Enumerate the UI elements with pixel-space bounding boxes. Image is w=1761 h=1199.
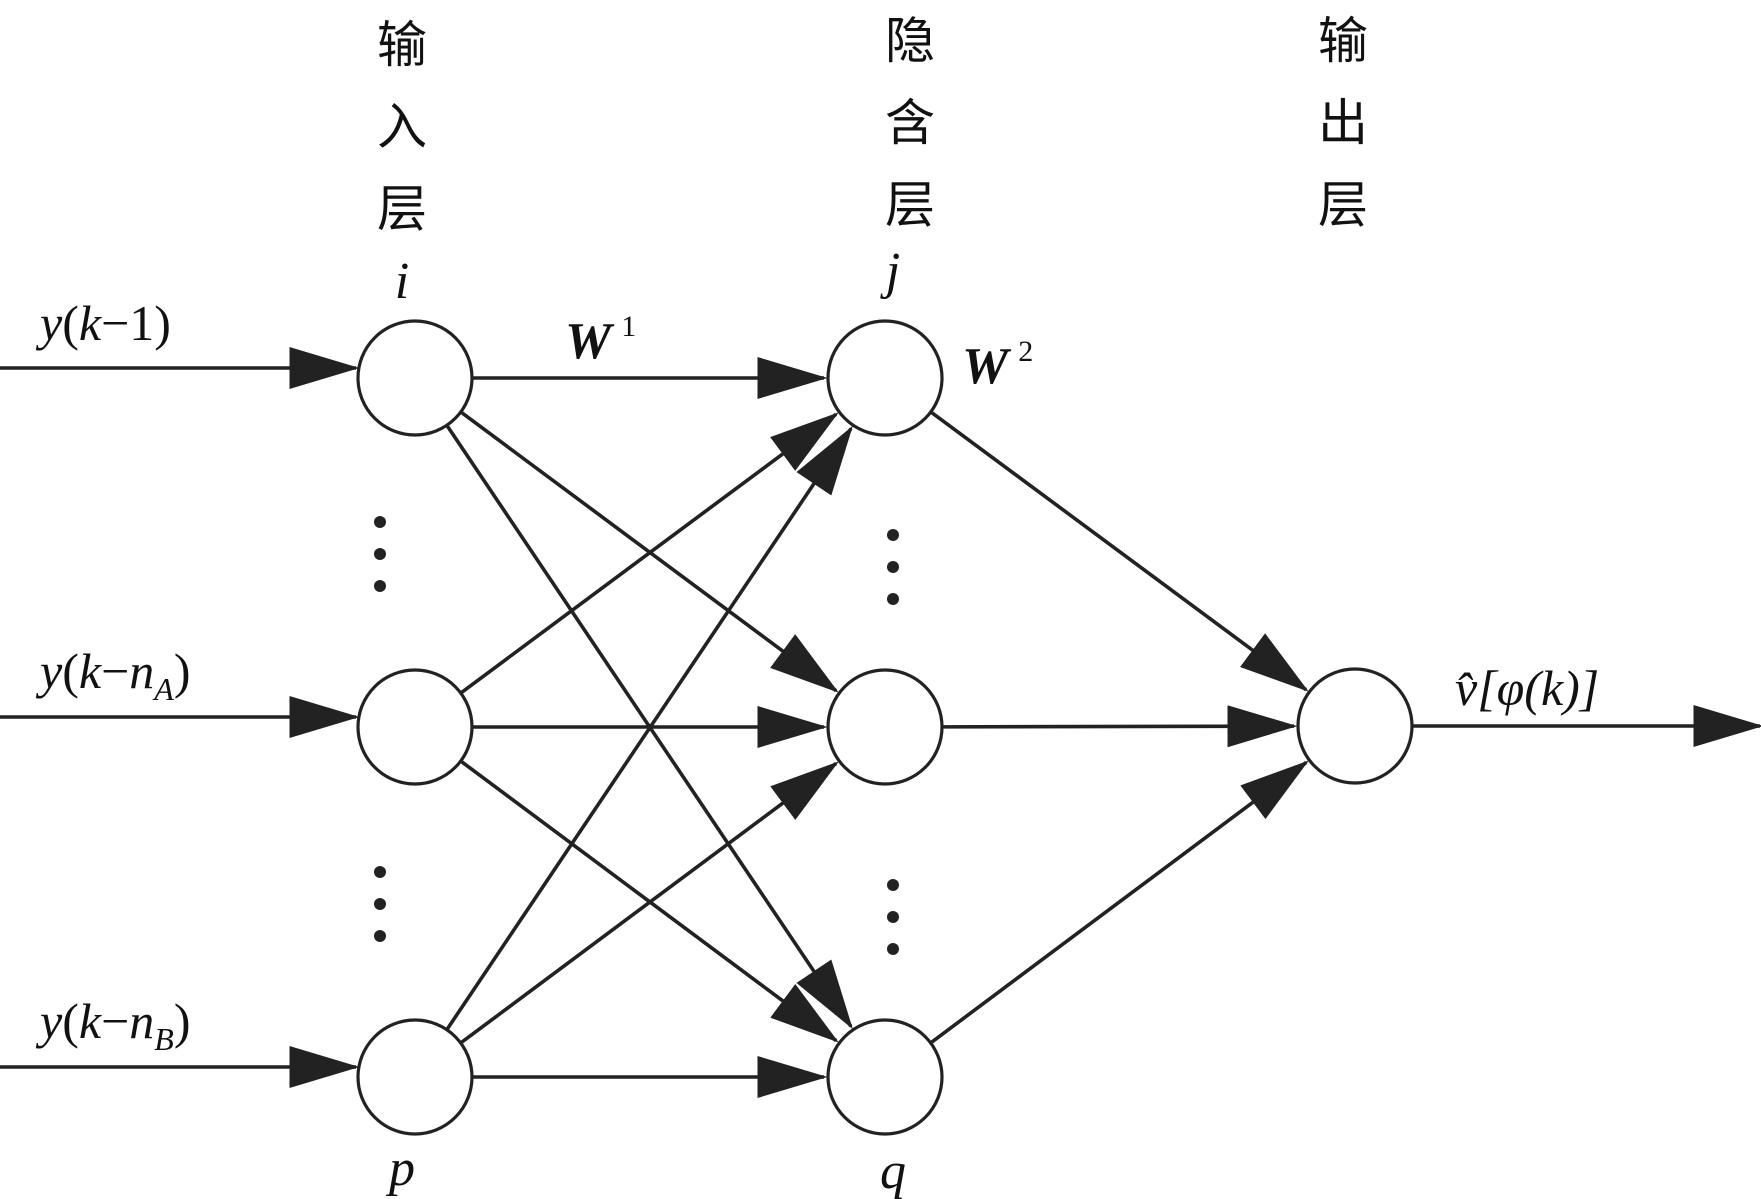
layer-title-char: 输	[1318, 12, 1368, 70]
ellipsis-dot	[887, 879, 899, 891]
hidden-layer-title: 隐含层	[885, 12, 935, 234]
layer-title-char: 层	[1318, 176, 1368, 234]
ellipsis-dots	[374, 516, 899, 955]
hidden-node-1	[826, 668, 944, 786]
output-layer-title: 输出层	[1318, 12, 1368, 234]
layer-title-char: 入	[377, 98, 427, 156]
ellipsis-dot	[887, 943, 899, 955]
ellipsis-dot	[374, 866, 386, 878]
input-label-3: y(k−nB)	[35, 993, 190, 1057]
input-node-0	[356, 319, 474, 437]
edge-hidden-1-output	[941, 705, 1298, 748]
ellipsis-dot	[887, 911, 899, 923]
output-node	[1296, 667, 1414, 785]
connections	[445, 357, 1309, 1098]
hidden-node-0	[826, 319, 944, 437]
nodes	[356, 319, 1414, 1136]
edge-input-0-hidden-1	[459, 410, 839, 693]
ellipsis-dot	[374, 580, 386, 592]
edge-input-2-hidden-1	[459, 761, 839, 1045]
edge-input-2-hidden-0	[445, 425, 853, 1031]
layer-title-char: 含	[885, 94, 935, 152]
ellipsis-dot	[887, 593, 899, 605]
input-label-1: y(k−1)	[35, 295, 171, 351]
node-label-q: q	[880, 1143, 906, 1199]
ellipsis-dot	[887, 561, 899, 573]
layer-title-char: 层	[377, 180, 427, 238]
input-layer-title: 输入层	[377, 16, 427, 238]
hidden-node-2	[826, 1018, 944, 1136]
ellipsis-dot	[887, 529, 899, 541]
edge-hidden-0-output	[929, 410, 1309, 692]
layer-title-char: 出	[1318, 94, 1368, 152]
edge-input-1-hidden-0	[459, 412, 839, 695]
input-node-2	[356, 1018, 474, 1136]
input-node-1	[356, 668, 474, 786]
layer-title-char: 隐	[885, 12, 935, 70]
ellipsis-dot	[374, 930, 386, 942]
output-label: v̂[φ(k)]	[1455, 660, 1599, 716]
ellipsis-dot	[374, 548, 386, 560]
input-arrows	[0, 347, 360, 1088]
ellipsis-dot	[374, 898, 386, 910]
edge-hidden-2-output	[929, 760, 1309, 1045]
ellipsis-dot	[374, 516, 386, 528]
layer-title-char: 层	[885, 176, 935, 234]
layer-title-char: 输	[377, 16, 427, 74]
input-label-2: y(k−nA)	[35, 643, 190, 707]
edge-input-1-hidden-2	[459, 759, 839, 1043]
node-label-j: j	[880, 243, 900, 300]
node-label-p: p	[385, 1140, 415, 1197]
node-label-i: i	[395, 253, 409, 310]
